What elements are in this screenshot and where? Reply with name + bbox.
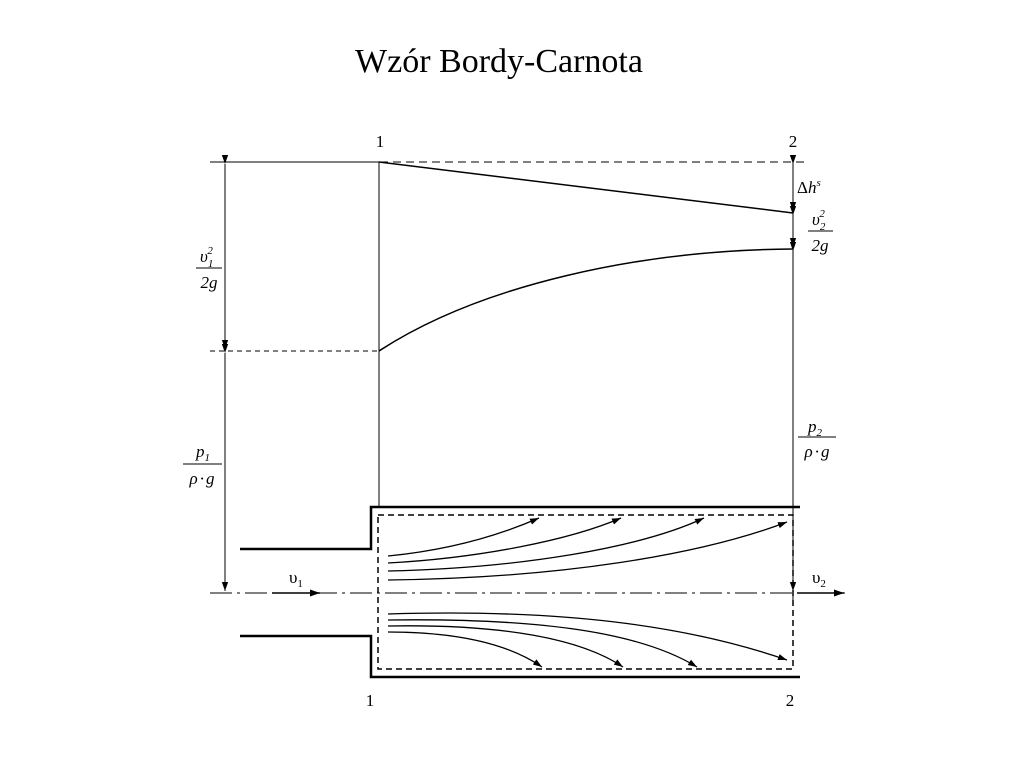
svg-text:p2: p2 (807, 417, 823, 439)
energy-line (378, 161, 794, 214)
svg-text:p1: p1 (195, 442, 210, 464)
section-label-bottom-2: 2 (786, 691, 795, 710)
label-inlet-velocity: υ1 (289, 568, 303, 590)
streamline-lower-4 (387, 631, 543, 668)
label-pressure-head-1: p1 ρ·g (183, 442, 222, 488)
svg-text:2g: 2g (201, 273, 218, 292)
pipe-wall-bottom (240, 634, 800, 679)
label-velocity-head-1: υ12 2g (196, 245, 222, 292)
streamline-lower-2 (387, 619, 698, 668)
svg-text:Δhs: Δhs (797, 177, 821, 197)
streamline-upper-4 (387, 521, 788, 581)
streamline-lower-1 (387, 612, 788, 661)
piezometric-line (378, 248, 794, 352)
streamline-lower-3 (387, 625, 624, 668)
control-volume (377, 514, 794, 670)
svg-text:υ22: υ22 (812, 208, 826, 233)
section-label-bottom-1: 1 (366, 691, 375, 710)
section-label-top-2: 2 (789, 132, 798, 151)
streamline-upper-2 (387, 517, 622, 564)
svg-text:ρ·g: ρ·g (189, 469, 215, 488)
streamline-upper-3 (387, 517, 705, 572)
section-label-top-1: 1 (376, 132, 385, 151)
label-outlet-velocity: υ2 (812, 568, 826, 590)
svg-text:υ12: υ12 (200, 245, 213, 270)
label-velocity-head-2: υ22 2g (808, 208, 833, 255)
svg-text:ρ·g: ρ·g (804, 442, 830, 461)
label-loss-head: Δhs (797, 177, 821, 197)
pipe-wall-top (240, 505, 800, 551)
page-title: Wzór Bordy-Carnota (355, 43, 643, 80)
svg-text:2g: 2g (812, 236, 829, 255)
label-pressure-head-2: p2 ρ·g (798, 417, 836, 461)
streamline-upper-1 (387, 517, 540, 557)
